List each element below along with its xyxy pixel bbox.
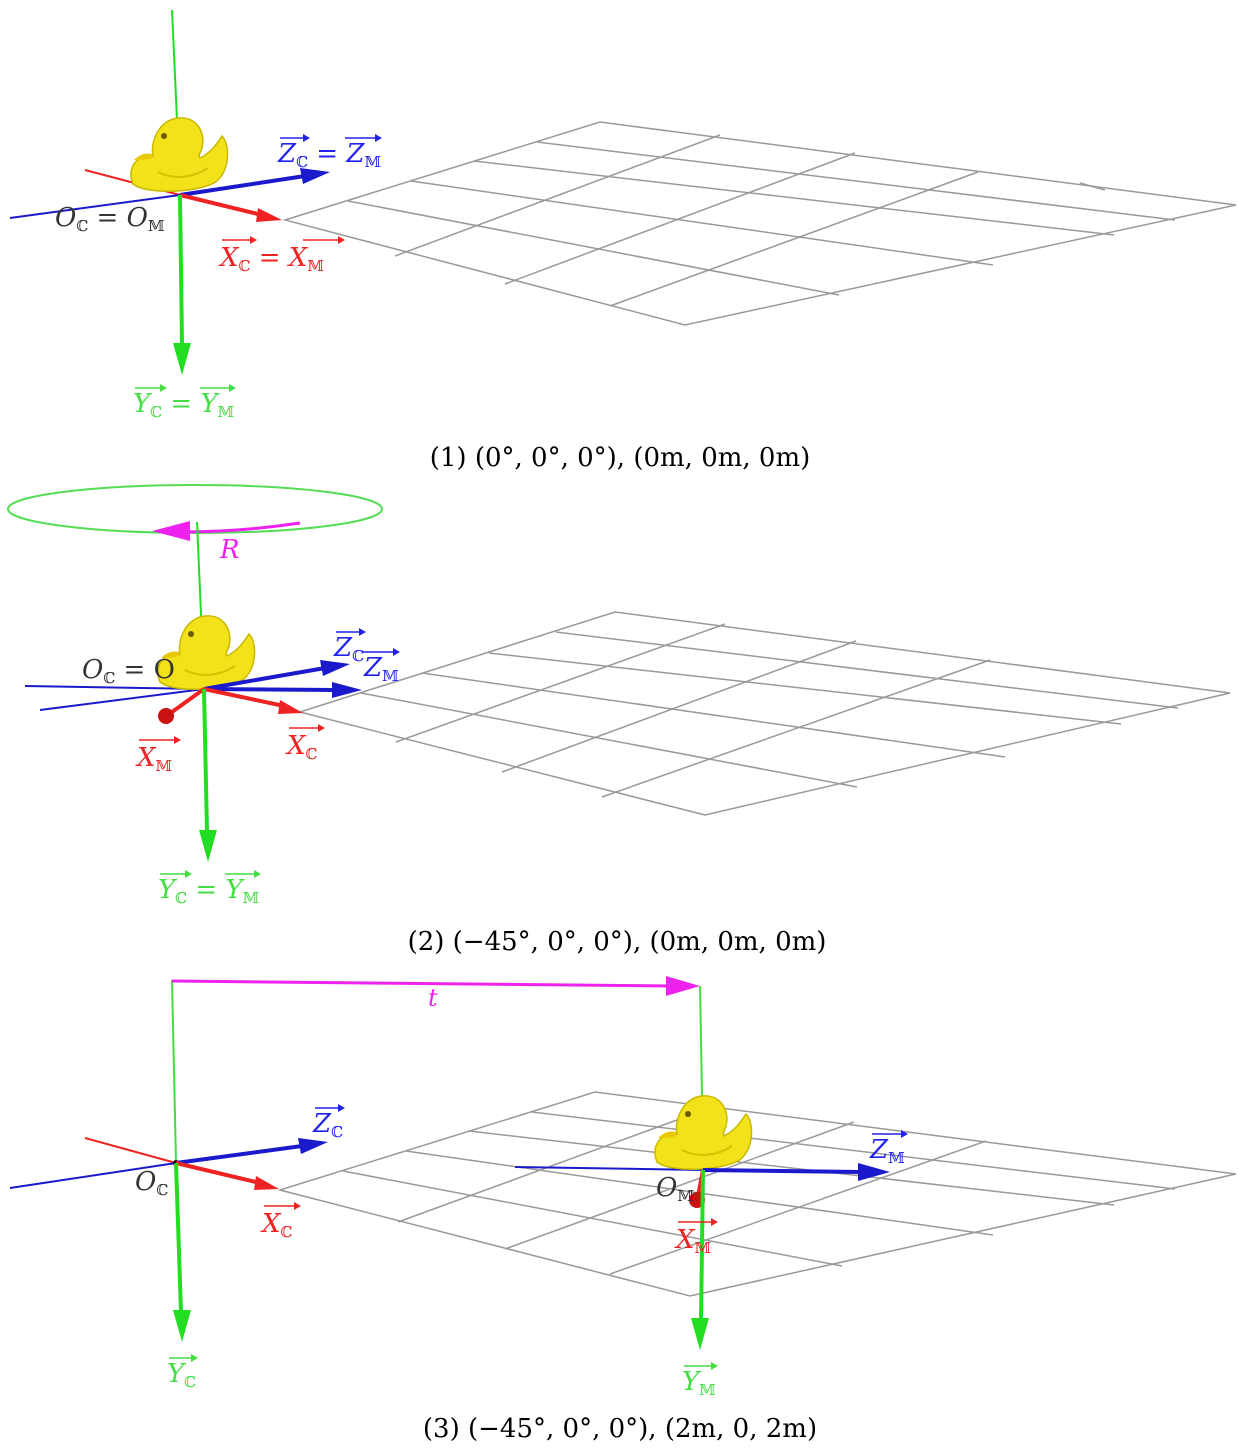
panel-3: t Oℂ Zℂ [9,976,1237,1444]
ym-axis-arrowhead [691,1318,709,1350]
panel-1: Oℂ = O𝕄 Zℂ = Z𝕄 Xℂ = X𝕄 Yℂ = Y𝕄 (1) (0°,… [9,9,1237,473]
y-label: Yℂ = Y𝕄 [158,870,261,907]
xc-axis [175,1161,261,1185]
rotation-circle [7,484,383,534]
yc-axis [174,1162,183,1313]
xm-axis-tip [158,708,174,724]
xc-axis-arrowhead [278,700,303,714]
x-axis-arrowhead [256,208,282,222]
y-axis [202,688,209,833]
zm-axis [203,687,336,692]
panel-1-caption: (1) (0°, 0°, 0°), (0m, 0m, 0m) [430,443,811,473]
zm-axis-arrowhead [858,1163,890,1181]
xm-axis [170,687,206,714]
y-axis-arrowhead [173,343,191,375]
translation-arrowhead [666,976,700,996]
zc-axis-arrowhead [320,660,350,676]
zm-axis [702,1168,861,1174]
ground-grid [277,1091,1237,1297]
panel-2-caption: (2) (−45°, 0°, 0°), (0m, 0m, 0m) [408,927,827,957]
z-axis-neg [9,194,181,219]
zm-axis-arrowhead [332,682,362,698]
yc-label: Yℂ [167,1354,198,1391]
origin-label: Oℂ = O [82,655,175,687]
svg-text:Zℂ: Zℂ [333,633,364,665]
ym-axis [699,1169,705,1321]
z-axis-arrowhead [300,168,330,184]
xc-axis-neg [84,1137,177,1164]
zc-axis-neg [39,688,205,711]
svg-text:Zℂ = Z𝕄: Zℂ = Z𝕄 [277,139,381,171]
svg-text:Xℂ: Xℂ [260,1209,293,1241]
y-axis [178,194,184,346]
y-axis-arrowhead [199,830,217,862]
zm-axis-neg [514,1166,704,1171]
svg-text:X𝕄: X𝕄 [135,743,172,775]
xc-label: Xℂ [260,1202,301,1241]
svg-text:Yℂ = Y𝕄: Yℂ = Y𝕄 [158,875,259,907]
y-label: Yℂ = Y𝕄 [133,384,236,421]
svg-text:Yℂ: Yℂ [167,1359,196,1391]
svg-text:Xℂ = X𝕄: Xℂ = X𝕄 [218,243,324,275]
translation-arrow [171,979,673,988]
rubber-duck-icon [653,1094,753,1171]
svg-text:Y𝕄: Y𝕄 [682,1367,716,1399]
x-label: Xℂ = X𝕄 [218,236,345,275]
origin-label: Oℂ = O𝕄 [55,203,165,235]
zm-label: Z𝕄 [362,648,400,685]
xc-axis [203,687,285,708]
z-label: Zℂ = Z𝕄 [277,134,382,171]
om-label: O𝕄 [656,1173,694,1205]
translation-label: t [428,984,438,1012]
x-axis [179,193,263,217]
zc-axis-arrowhead [298,1138,328,1154]
panel-3-caption: (3) (−45°, 0°, 0°), (2m, 0, 2m) [423,1414,817,1444]
zc-label: Zℂ [333,628,366,665]
xc-label: Xℂ [285,724,325,763]
xm-label: X𝕄 [135,736,181,775]
svg-text:Xℂ: Xℂ [285,731,318,763]
zc-axis-neg [9,1162,177,1189]
z-axis [179,174,306,197]
zc-label: Zℂ [312,1104,345,1141]
zm-axis-neg [24,685,205,690]
ym-label: Y𝕄 [682,1362,718,1399]
ground-grid [297,611,1231,816]
svg-text:Z𝕄: Z𝕄 [869,1135,905,1167]
rotation-arrowhead [152,521,190,541]
yc-axis-arrowhead [173,1310,191,1342]
zm-label: Z𝕄 [869,1130,908,1167]
svg-text:X𝕄: X𝕄 [674,1225,711,1257]
ground-grid [282,121,1237,326]
xm-label: X𝕄 [674,1218,718,1257]
rubber-duck-icon [129,116,229,193]
svg-text:Z𝕄: Z𝕄 [363,653,399,685]
svg-text:Zℂ: Zℂ [312,1109,343,1141]
zc-axis [175,1144,303,1165]
panel-2: R Oℂ = O Zℂ Z𝕄 [7,484,1231,957]
rotation-label: R [219,535,240,565]
translation-left-stem [171,979,177,1164]
zc-axis [203,666,326,691]
oc-label: Oℂ [135,1167,168,1199]
xc-axis-arrowhead [254,1176,279,1190]
rotation-arc [179,521,301,534]
svg-text:Yℂ = Y𝕄: Yℂ = Y𝕄 [133,389,234,421]
